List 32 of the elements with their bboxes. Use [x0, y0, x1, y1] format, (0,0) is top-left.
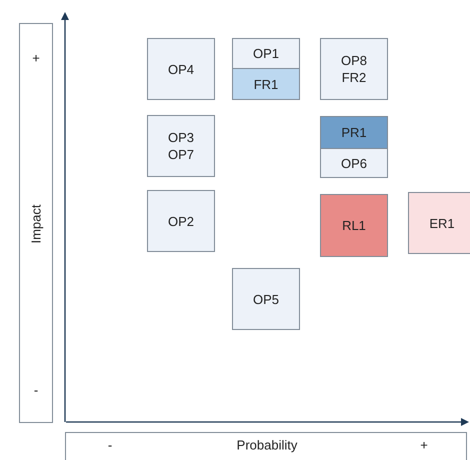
risk-code: PR1: [341, 124, 367, 141]
risk-box: [232, 268, 300, 330]
axis-title: Probability: [236, 436, 298, 454]
axis-sign: -: [34, 382, 38, 398]
risk-box: [147, 115, 215, 177]
risk-code: FR1: [254, 76, 278, 92]
risk-box: [320, 148, 388, 178]
risk-code: OP5: [252, 290, 279, 308]
risk-code: OP4: [168, 60, 194, 78]
risk-code: ER1: [429, 214, 455, 232]
axis-title: Impact: [28, 204, 44, 244]
risk-code: RL1: [342, 217, 366, 234]
risk-code: OP8: [340, 52, 367, 69]
axis-sign: +: [420, 436, 428, 454]
risk-box: [320, 194, 388, 257]
risk-code: OP3: [168, 129, 194, 146]
risk-code: FR2: [342, 69, 366, 86]
risk-box: [147, 38, 215, 100]
risk-code: OP1: [252, 45, 279, 62]
risk-box: [408, 192, 470, 254]
risk-code: OP2: [168, 212, 194, 230]
risk-box: [232, 68, 300, 100]
risk-code: OP6: [340, 154, 367, 172]
axis-label-bar: [19, 23, 53, 423]
risk-code: OP7: [168, 146, 194, 163]
axis-sign: -: [108, 436, 112, 454]
risk-box: [232, 38, 300, 69]
axis-label-bar: [65, 432, 467, 460]
risk-box: [147, 190, 215, 252]
axis-sign: +: [32, 50, 40, 66]
risk-box: [320, 38, 388, 100]
risk-box: [320, 116, 388, 149]
